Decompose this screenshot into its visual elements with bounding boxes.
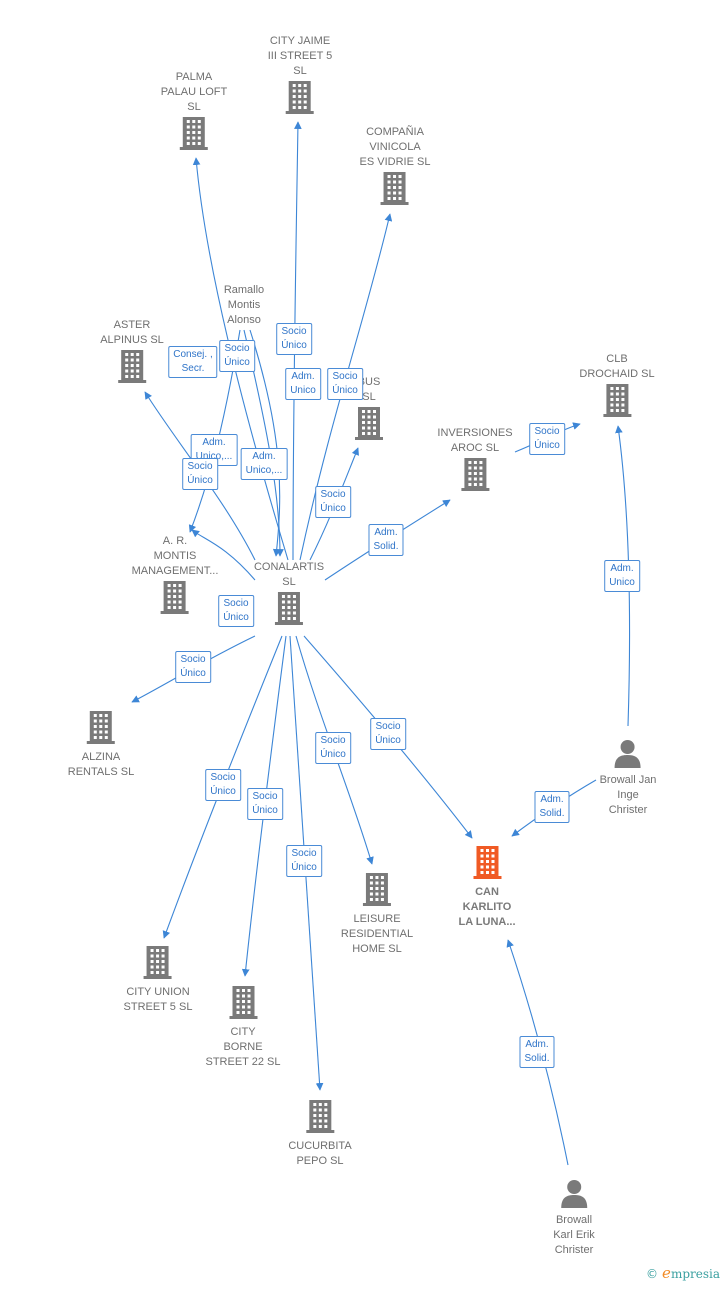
building-icon bbox=[360, 170, 431, 211]
edge-label[interactable]: Socio Único bbox=[205, 769, 241, 801]
node-cucurbita[interactable]: CUCURBITA PEPO SL bbox=[288, 1098, 352, 1169]
building-icon bbox=[353, 405, 385, 446]
node-aster[interactable]: ASTER ALPINUS SL bbox=[100, 318, 164, 389]
node-label: CONALARTIS SL bbox=[253, 561, 325, 588]
edge-line bbox=[192, 157, 289, 561]
node-label: INVERSIONES AROC SL bbox=[437, 427, 513, 454]
empresia-logo[interactable]: ©empresia bbox=[646, 1264, 720, 1282]
node-city-union[interactable]: CITY UNION STREET 5 SL bbox=[123, 944, 193, 1015]
building-icon bbox=[268, 79, 333, 120]
building-icon bbox=[437, 456, 512, 497]
building-icon bbox=[254, 590, 324, 631]
edge-label[interactable]: Socio Único bbox=[276, 323, 312, 355]
node-inversiones[interactable]: INVERSIONES AROC SL bbox=[437, 426, 513, 497]
node-browall-karl[interactable]: Browall Karl Erik Christer bbox=[553, 1178, 595, 1258]
edge-line bbox=[615, 425, 631, 727]
building-icon bbox=[132, 579, 219, 620]
edge-label[interactable]: Socio Único bbox=[327, 368, 363, 400]
brand-name: mpresia bbox=[670, 1267, 720, 1281]
edge-label[interactable]: Socio Único bbox=[315, 732, 351, 764]
node-label: ASTER ALPINUS SL bbox=[100, 319, 164, 346]
copyright-icon: © bbox=[646, 1267, 659, 1281]
node-vinicola[interactable]: COMPAÑIA VINICOLA ES VIDRIE SL bbox=[359, 125, 431, 211]
edge-label[interactable]: Socio Único bbox=[315, 486, 351, 518]
building-icon bbox=[100, 348, 164, 389]
edge-label[interactable]: Adm. Solid. bbox=[519, 1036, 555, 1068]
node-label: Browall Karl Erik Christer bbox=[553, 1214, 595, 1256]
building-icon bbox=[206, 984, 281, 1025]
building-icon bbox=[124, 944, 193, 985]
node-label: CITY UNION STREET 5 SL bbox=[123, 986, 193, 1013]
building-icon bbox=[161, 115, 227, 156]
building-icon bbox=[458, 844, 515, 885]
node-label: CITY BORNE STREET 22 SL bbox=[205, 1026, 281, 1068]
building-icon bbox=[579, 382, 654, 423]
node-can-karlito-focus[interactable]: CAN KARLITO LA LUNA... bbox=[458, 844, 516, 930]
edge-label[interactable]: Socio Único bbox=[219, 340, 255, 372]
edge-label[interactable]: Socio Único bbox=[218, 595, 254, 627]
node-label: ALZINA RENTALS SL bbox=[67, 751, 135, 778]
building-icon bbox=[68, 709, 134, 750]
node-amontis[interactable]: A. R. MONTIS MANAGEMENT... bbox=[131, 534, 219, 620]
node-palma[interactable]: PALMA PALAU LOFT SL bbox=[161, 70, 227, 156]
node-ramallo[interactable]: Ramallo Montis Alonso bbox=[224, 283, 264, 328]
edge-label[interactable]: Adm. Solid. bbox=[534, 791, 570, 823]
node-browall-jan[interactable]: Browall Jan Inge Christer bbox=[599, 738, 657, 818]
edge-label[interactable]: Consej. , Secr. bbox=[168, 346, 218, 378]
edge-label[interactable]: Socio Único bbox=[247, 788, 283, 820]
building-icon bbox=[341, 871, 413, 912]
node-leisure[interactable]: LEISURE RESIDENTIAL HOME SL bbox=[341, 871, 413, 957]
node-label: PALMA PALAU LOFT SL bbox=[160, 71, 228, 113]
brand-e: e bbox=[662, 1264, 671, 1282]
person-icon bbox=[600, 738, 657, 773]
node-label: Browall Jan Inge Christer bbox=[599, 774, 657, 816]
node-bus[interactable]: BUS SL bbox=[353, 375, 385, 446]
edge-label[interactable]: Socio Único bbox=[182, 458, 218, 490]
node-label: CUCURBITA PEPO SL bbox=[288, 1140, 352, 1167]
node-label: CAN KARLITO LA LUNA... bbox=[458, 886, 516, 928]
node-label: BUS SL bbox=[357, 376, 381, 403]
edge-label[interactable]: Socio Único bbox=[286, 845, 322, 877]
node-label: COMPAÑIA VINICOLA ES VIDRIE SL bbox=[359, 126, 431, 168]
edge-label[interactable]: Adm. Unico bbox=[604, 560, 640, 592]
edge-label[interactable]: Socio Único bbox=[175, 651, 211, 683]
edge-label[interactable]: Adm. Unico,... bbox=[240, 448, 288, 480]
node-clb[interactable]: CLB DROCHAID SL bbox=[579, 352, 655, 423]
node-city-borne[interactable]: CITY BORNE STREET 22 SL bbox=[206, 984, 281, 1070]
edge-line bbox=[191, 529, 256, 581]
node-label: Ramallo Montis Alonso bbox=[223, 284, 265, 326]
node-jaime[interactable]: CITY JAIME III STREET 5 SL bbox=[267, 34, 333, 120]
node-label: A. R. MONTIS MANAGEMENT... bbox=[131, 535, 219, 577]
building-icon bbox=[288, 1098, 351, 1139]
edge-label[interactable]: Adm. Solid. bbox=[368, 524, 404, 556]
edge-label[interactable]: Adm. Unico bbox=[285, 368, 321, 400]
node-conalartis[interactable]: CONALARTIS SL bbox=[254, 560, 324, 631]
node-alzina[interactable]: ALZINA RENTALS SL bbox=[68, 709, 134, 780]
node-label: LEISURE RESIDENTIAL HOME SL bbox=[340, 913, 414, 955]
node-label: CLB DROCHAID SL bbox=[579, 353, 655, 380]
node-label: CITY JAIME III STREET 5 SL bbox=[267, 35, 333, 77]
edge-label[interactable]: Socio Único bbox=[370, 718, 406, 750]
person-icon bbox=[553, 1178, 595, 1213]
edge-label[interactable]: Socio Único bbox=[529, 423, 565, 455]
